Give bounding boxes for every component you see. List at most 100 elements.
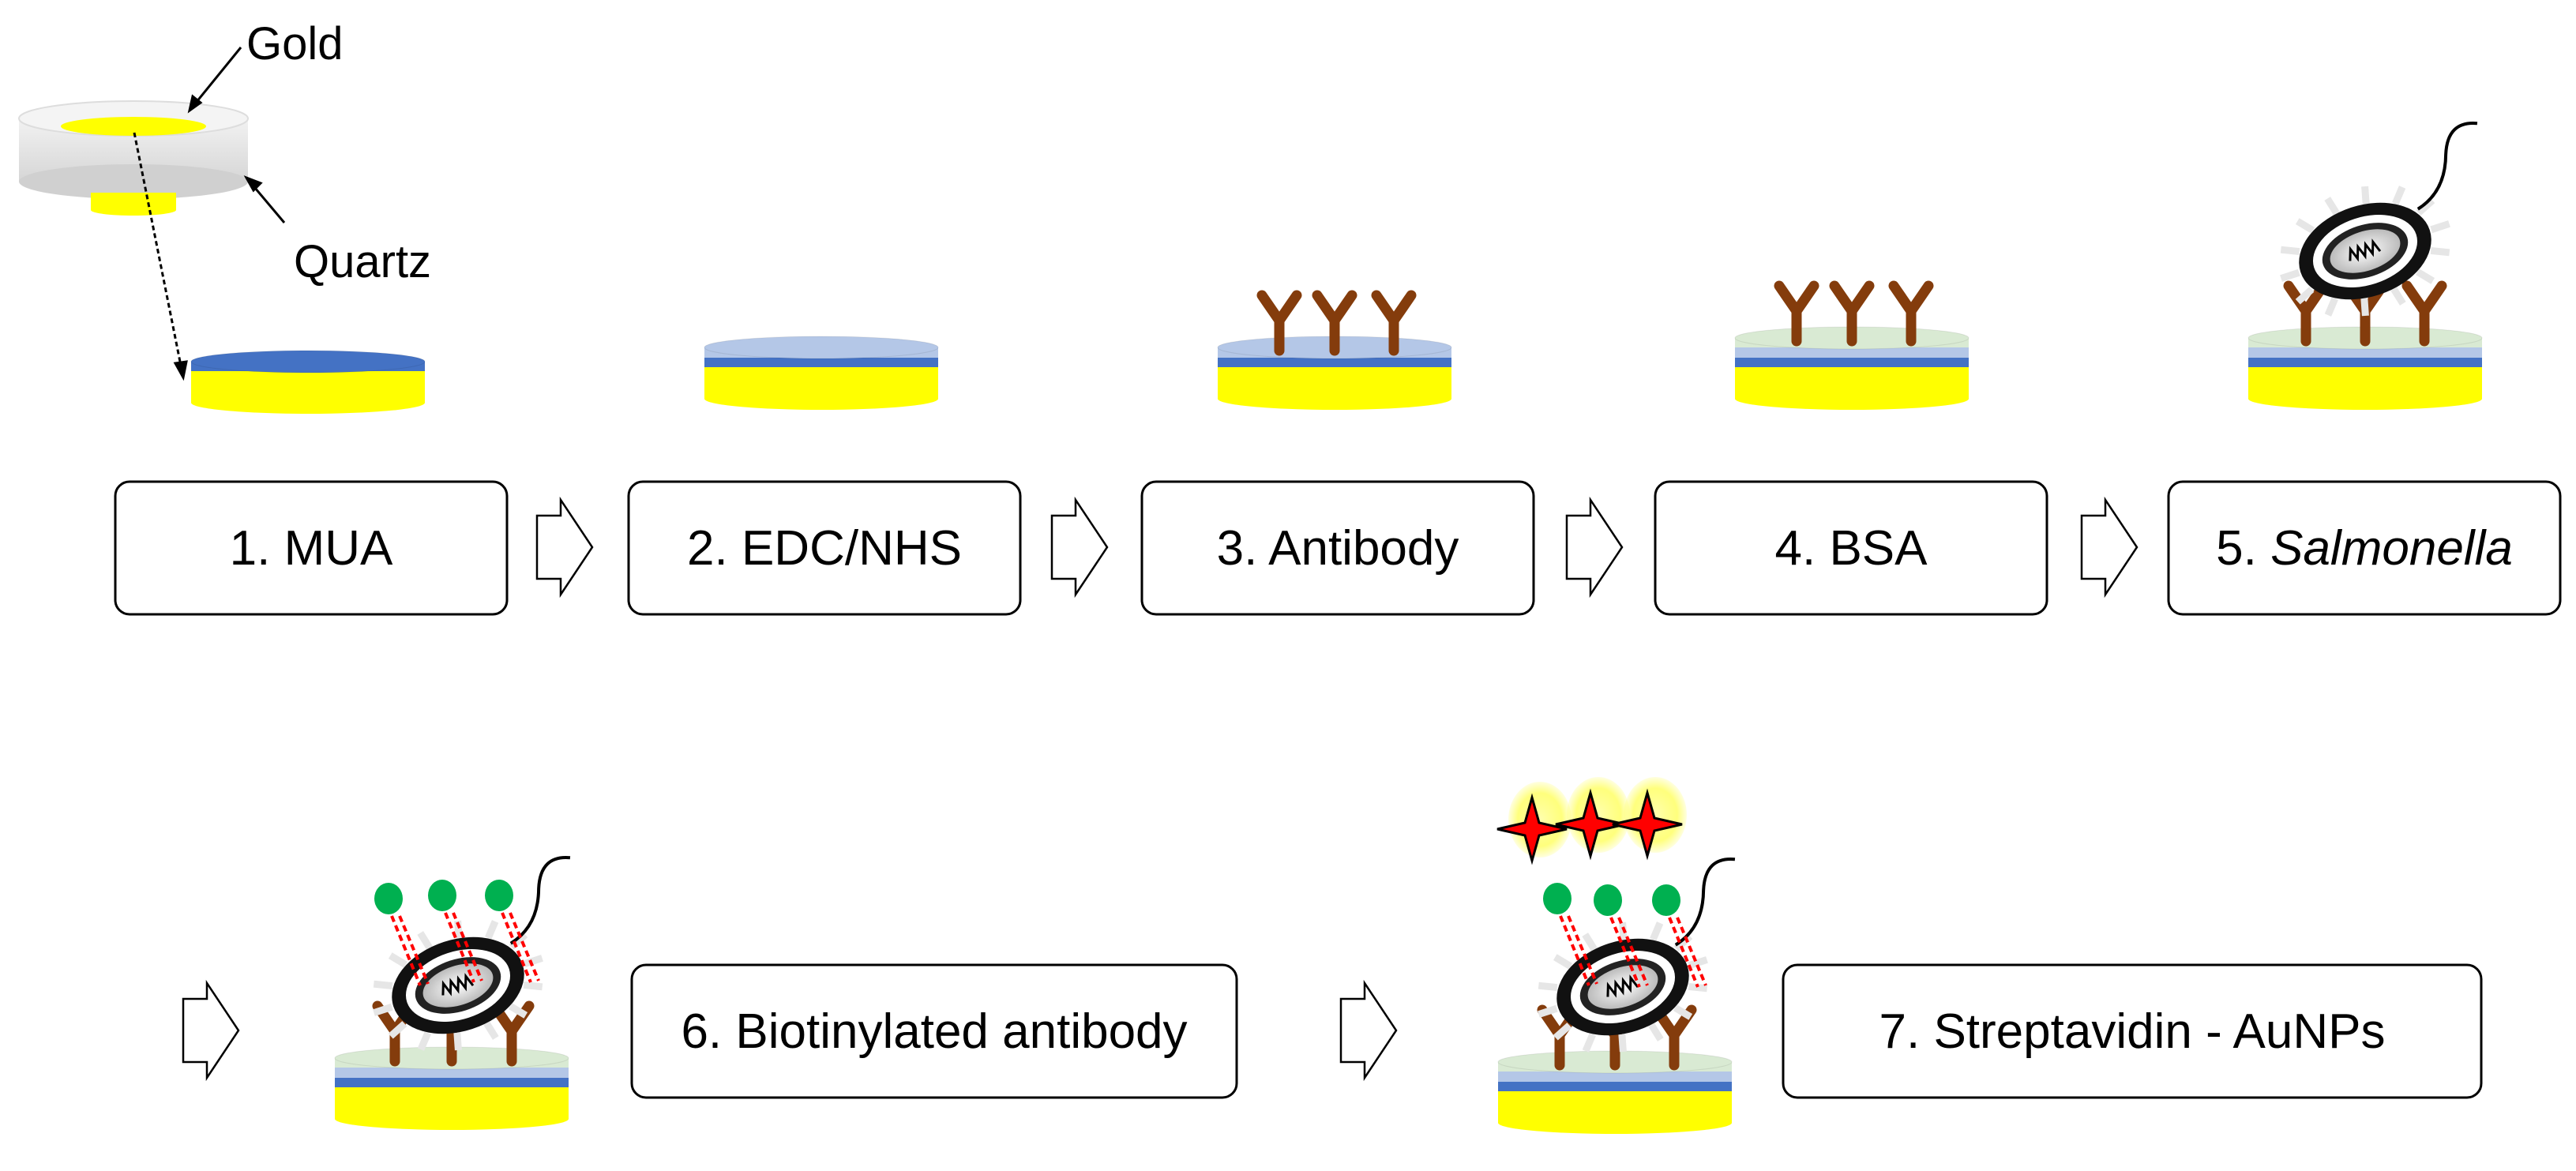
step-box-border xyxy=(630,963,1238,1099)
edc-layer xyxy=(335,1068,569,1078)
step-name: Biotinylated antibody xyxy=(735,1004,1187,1059)
salmonella-cell-icon xyxy=(2280,122,2478,317)
aunp-glow xyxy=(1508,782,1572,858)
fimbria xyxy=(2280,246,2300,256)
dna-icon xyxy=(1606,974,1639,998)
fimbria xyxy=(2390,287,2406,306)
biotin-icon xyxy=(374,883,403,914)
fimbria xyxy=(1582,1033,1596,1053)
step-number: 4. xyxy=(1775,521,1830,576)
mua-layer xyxy=(2248,358,2482,367)
biotin-linker xyxy=(390,915,422,986)
flow-arrow-icon xyxy=(1339,979,1398,1082)
antibody-icon xyxy=(1256,290,1302,356)
step-name: Salmonella xyxy=(2270,521,2513,576)
fimbria xyxy=(417,931,433,950)
fimbria xyxy=(417,1031,431,1051)
sensor-discs xyxy=(190,122,2483,1134)
flagellum xyxy=(2416,122,2478,211)
step-name: Streptavidin - AuNPs xyxy=(1933,1004,2385,1059)
disc-step-7 xyxy=(1496,777,1736,1134)
biotin-linker xyxy=(1617,917,1649,986)
step-box-2: 2. EDC/NHS xyxy=(627,480,1022,616)
step-box-3: 3. Antibody xyxy=(1140,480,1535,616)
quartz-bottom xyxy=(19,164,248,199)
step-label-4: 4. BSA xyxy=(1775,521,1928,576)
gold-electrode-top xyxy=(61,117,206,136)
aunp-star-icon xyxy=(1555,788,1626,861)
step-label-2: 2. EDC/NHS xyxy=(687,521,962,576)
antibody-icon xyxy=(1774,280,1819,347)
step-box-border xyxy=(114,480,509,616)
fimbria xyxy=(483,1021,499,1040)
fimbria xyxy=(2392,186,2406,205)
fimbria xyxy=(1688,982,1708,993)
antibody-icon xyxy=(2401,280,2447,347)
gold-label: Gold xyxy=(246,18,344,69)
aunp-star-icon xyxy=(1496,793,1568,865)
fimbria xyxy=(2361,186,2370,205)
biotin-linker xyxy=(444,912,475,983)
step-label-7: 7. Streptavidin - AuNPs xyxy=(1879,1004,2386,1059)
antibody-icon xyxy=(1371,290,1417,356)
gold-layer-bottom xyxy=(2248,388,2482,410)
fimbria xyxy=(2324,197,2340,216)
biotin-linker xyxy=(1567,915,1598,985)
step-name: EDC/NHS xyxy=(742,521,962,576)
step-box-border xyxy=(627,480,1022,616)
biotin-icon xyxy=(485,880,513,911)
step-box-6: 6. Biotinylated antibody xyxy=(630,963,1238,1099)
fimbria xyxy=(2415,268,2435,284)
gold-layer-bottom xyxy=(704,388,938,410)
biotin-icon xyxy=(1594,884,1622,916)
flagellum xyxy=(1674,858,1736,947)
mua-layer xyxy=(335,1078,569,1087)
disc-step-6 xyxy=(334,856,571,1130)
fimbria xyxy=(523,981,543,991)
gold-layer-bottom xyxy=(1735,388,1969,410)
fimbria xyxy=(508,1003,528,1019)
fimbria xyxy=(1673,933,1693,951)
fimbria xyxy=(1673,1004,1693,1020)
flow-arrow-icon xyxy=(182,979,240,1082)
fimbria xyxy=(1553,1023,1572,1041)
disc-step-4 xyxy=(1734,280,1970,410)
step-box-border xyxy=(2167,480,2562,616)
fimbria xyxy=(388,952,408,968)
step-number: 3. xyxy=(1217,521,1269,576)
fimbria xyxy=(388,1021,407,1039)
gold-layer-bottom xyxy=(1498,1112,1732,1134)
step-box-border xyxy=(1140,480,1535,616)
step-box-border xyxy=(1782,963,2483,1099)
fimbria xyxy=(2430,246,2450,257)
antibody-icon xyxy=(1312,290,1357,356)
fimbria xyxy=(1650,921,1664,941)
fimbria xyxy=(523,955,543,968)
flow-arrow-icon xyxy=(2080,496,2139,599)
biotin-linker xyxy=(509,912,540,981)
step-box-1: 1. MUA xyxy=(114,480,509,616)
biotin-linker xyxy=(1668,917,1699,988)
biotin-icon xyxy=(1652,884,1680,916)
fimbria xyxy=(1648,1023,1664,1042)
mua-layer xyxy=(704,358,938,367)
step-label-1: 1. MUA xyxy=(230,521,393,576)
salmonella-cell-icon xyxy=(1538,858,1736,1053)
flagellum xyxy=(509,856,571,945)
dna-icon xyxy=(441,973,475,996)
dna-icon xyxy=(2349,238,2382,262)
step-number: 1. xyxy=(230,521,284,576)
edc-layer xyxy=(2248,347,2482,358)
step-name: MUA xyxy=(284,521,393,576)
aunp-glow xyxy=(1567,777,1630,853)
step-number: 7. xyxy=(1879,1004,1934,1059)
biotin-icon xyxy=(1543,883,1572,914)
flow-arrows xyxy=(182,496,2139,1082)
disc-top-surface xyxy=(190,350,426,373)
disc-step-3 xyxy=(1217,290,1452,410)
mua-layer xyxy=(1735,358,1969,367)
biotin-icon xyxy=(428,880,456,911)
fimbria xyxy=(509,932,528,950)
